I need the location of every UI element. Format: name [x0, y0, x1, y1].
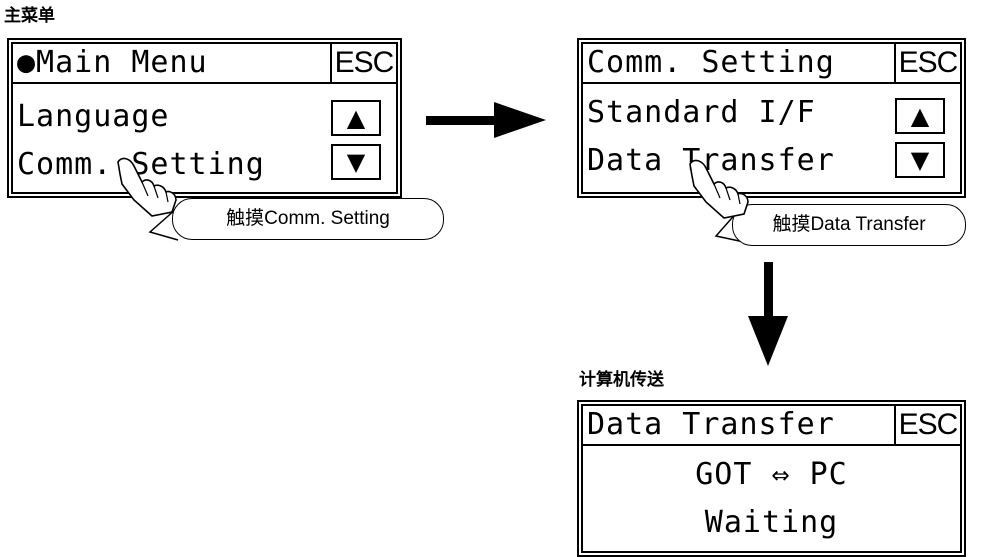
scroll-down-button[interactable]: ▼ [895, 142, 945, 178]
pc-transfer-caption: 计算机传送 [579, 370, 664, 390]
data-transfer-screen: Data Transfer ESC GOT ⇔ PC Waiting [581, 404, 962, 553]
scroll-down-button[interactable]: ▼ [331, 144, 381, 180]
comm-setting-title-bar: Comm. Setting ESC [583, 44, 960, 84]
menu-item-comm-setting[interactable]: Comm. Setting [17, 147, 265, 182]
menu-item-language[interactable]: Language [17, 99, 170, 134]
esc-button[interactable]: ESC [330, 44, 396, 82]
esc-button[interactable]: ESC [894, 44, 960, 82]
down-arrow-icon [748, 262, 788, 366]
menu-item-data-transfer[interactable]: Data Transfer [587, 143, 835, 178]
got-pc-status: GOT ⇔ PC [695, 457, 848, 492]
data-transfer-title: Data Transfer [587, 407, 835, 442]
scroll-up-button[interactable]: ▲ [895, 98, 945, 134]
menu-item-standard-if[interactable]: Standard I/F [587, 95, 816, 130]
main-menu-title-bar: ●Main Menu ESC [13, 44, 396, 84]
esc-button[interactable]: ESC [894, 406, 960, 444]
hand-pointer-icon [117, 157, 177, 217]
scroll-up-button[interactable]: ▲ [331, 100, 381, 136]
comm-setting-title: Comm. Setting [587, 45, 835, 80]
right-arrow-icon [426, 102, 546, 138]
data-transfer-title-bar: Data Transfer ESC [583, 406, 960, 446]
touch-comm-setting-callout: 触摸Comm. Setting [172, 198, 444, 240]
main-menu-title: ●Main Menu [17, 45, 208, 80]
main-menu-caption: 主菜单 [4, 6, 55, 26]
comm-setting-screen: Comm. Setting ESC Standard I/F Data Tran… [581, 42, 962, 194]
main-menu-screen: ●Main Menu ESC Language Comm. Setting ▲ … [11, 42, 398, 194]
waiting-status: Waiting [704, 505, 839, 540]
touch-data-transfer-callout: 触摸Data Transfer [732, 204, 966, 246]
hand-pointer-icon [689, 159, 749, 219]
